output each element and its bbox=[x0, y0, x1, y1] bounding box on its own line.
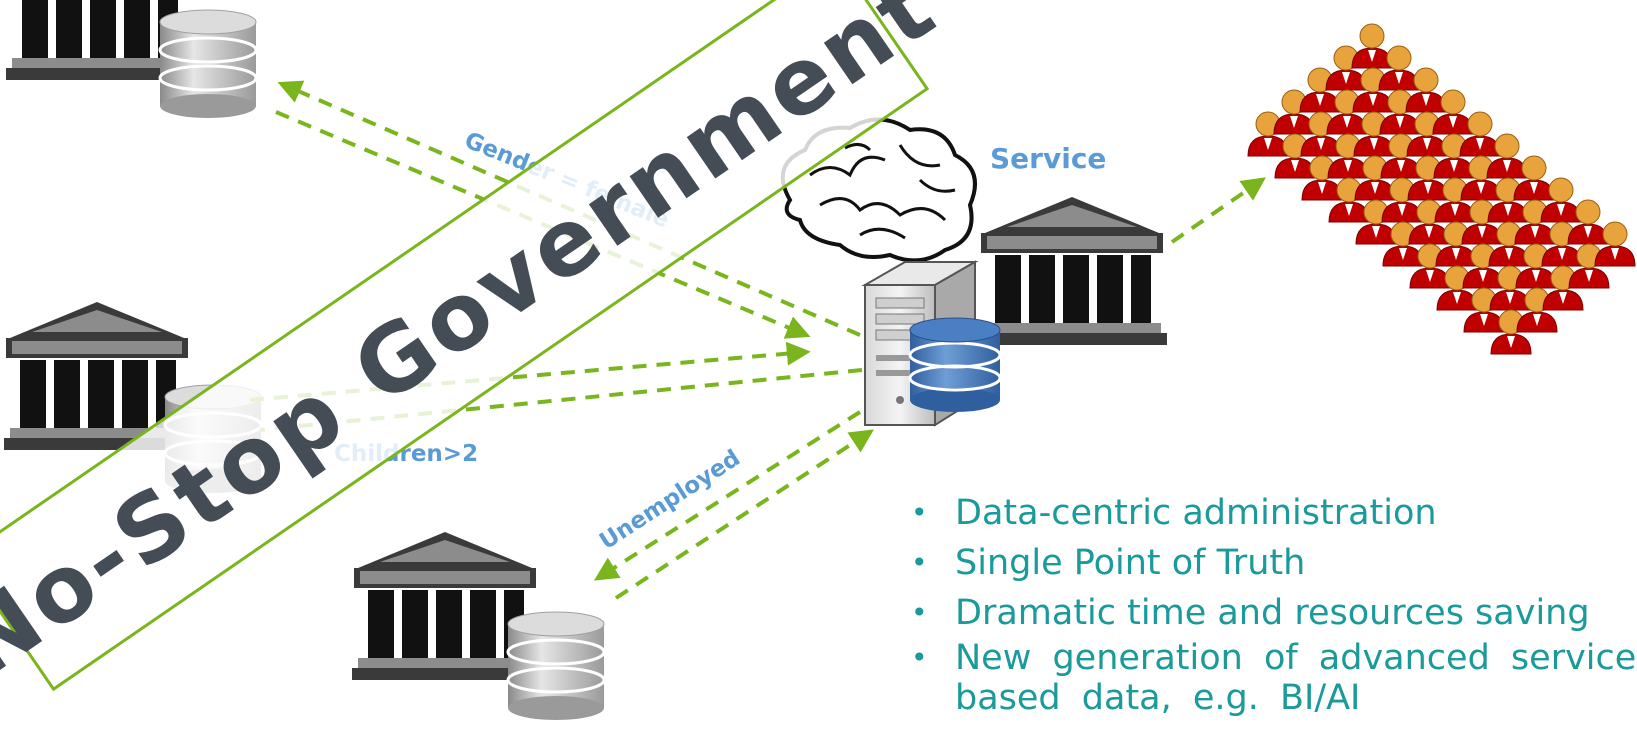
unemployed-label: Unemployed bbox=[595, 445, 745, 555]
list-item: •Data-centric administration bbox=[905, 488, 1637, 538]
feature-list: •Data-centric administration •Single Poi… bbox=[905, 488, 1637, 718]
service-label: Service bbox=[990, 142, 1106, 175]
government-building-icon bbox=[979, 197, 1167, 345]
database-icon bbox=[506, 610, 606, 722]
database-icon bbox=[908, 317, 1002, 412]
database-icon bbox=[158, 8, 258, 120]
arrow-from-bottom-database bbox=[614, 429, 875, 600]
bullet-icon: • bbox=[911, 596, 928, 629]
arrow-to-citizens bbox=[1170, 177, 1266, 244]
arrow-to-bottom-database bbox=[593, 410, 862, 581]
list-item: •Single Point of Truth bbox=[905, 538, 1637, 588]
list-item: •New generation of advanced services bas… bbox=[911, 638, 1637, 718]
person-icon bbox=[1351, 23, 1393, 69]
bullet-icon: • bbox=[911, 546, 928, 579]
arrow-from-middle-database bbox=[249, 341, 811, 402]
bullet-icon: • bbox=[911, 496, 928, 529]
list-item: •Dramatic time and resources saving bbox=[905, 588, 1637, 638]
people-crowd-icon bbox=[1247, 23, 1636, 355]
bullet-icon: • bbox=[911, 641, 928, 674]
